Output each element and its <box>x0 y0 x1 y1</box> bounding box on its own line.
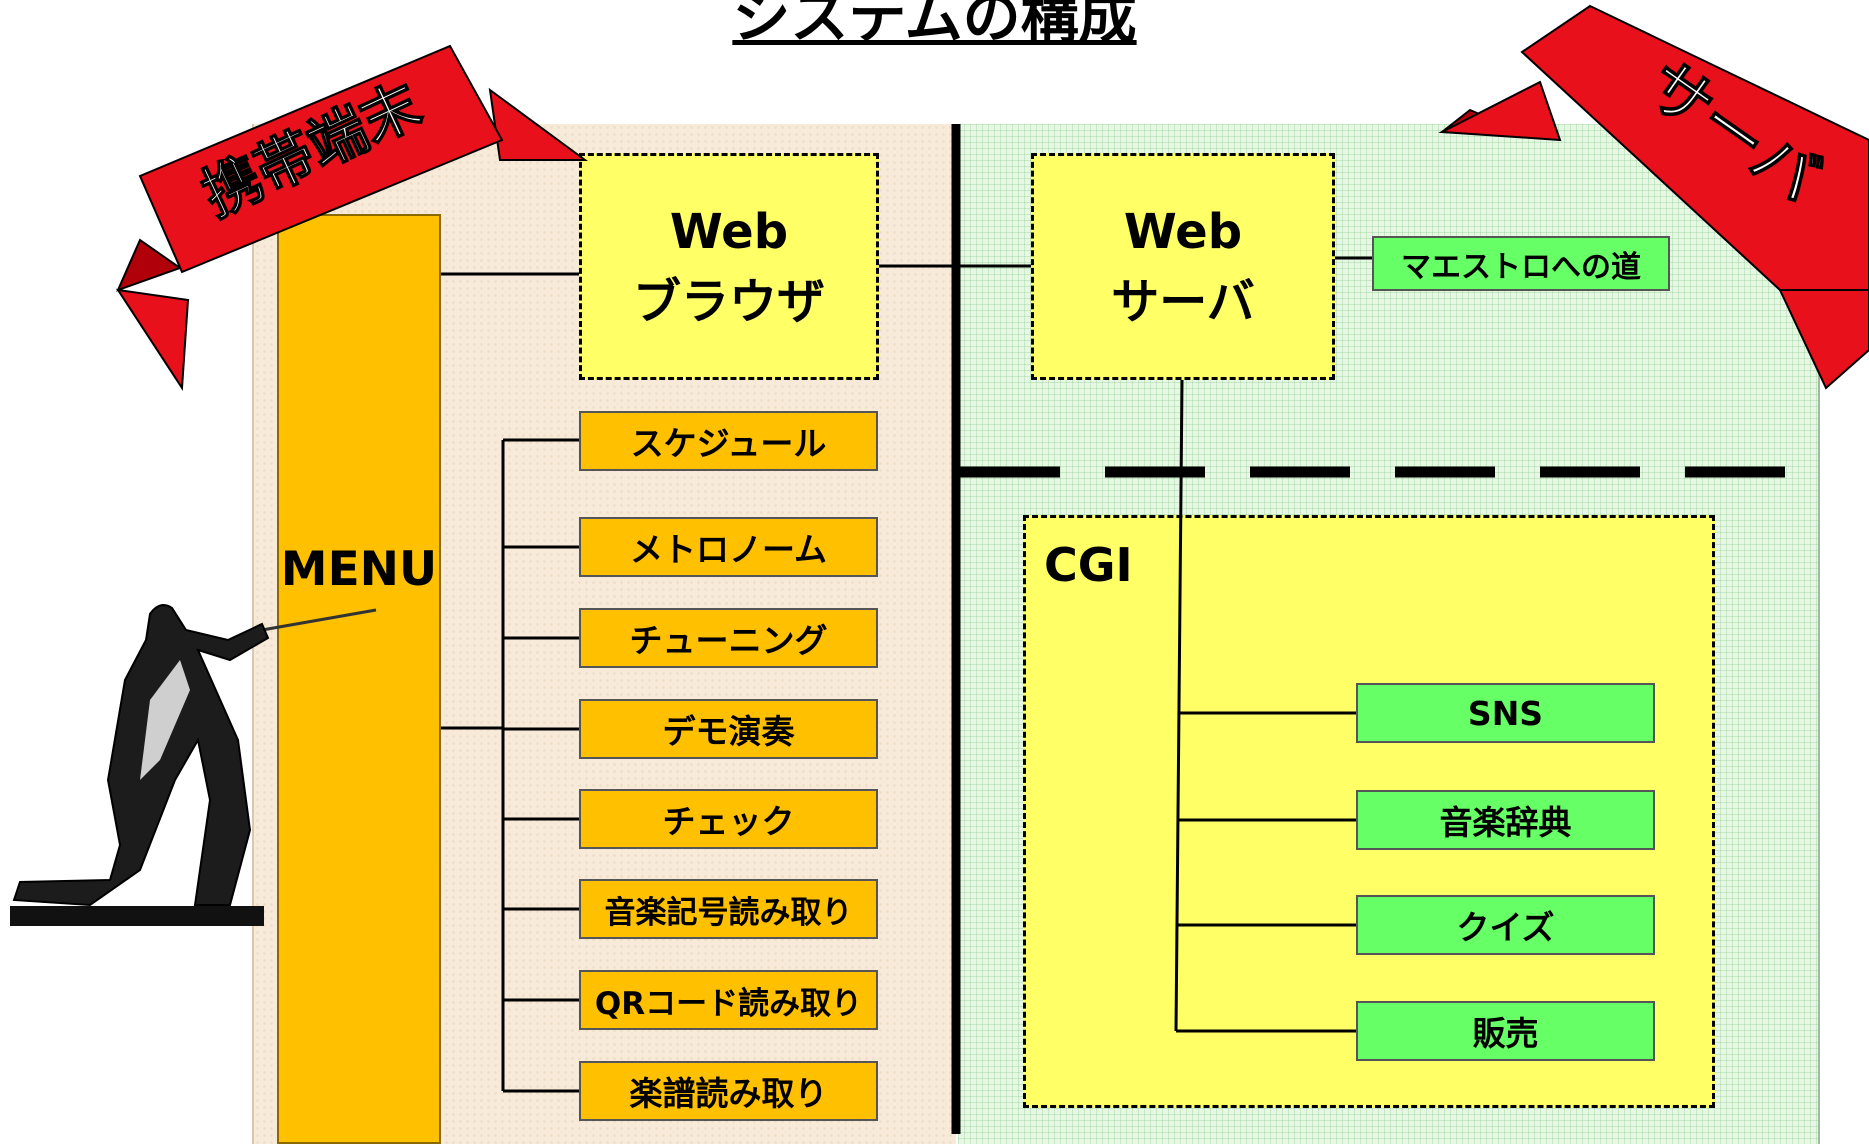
web-server-line2: サーバ <box>1111 273 1255 330</box>
cgi-item-music-dictionary: 音楽辞典 <box>1356 790 1655 850</box>
ribbon-band <box>138 44 504 274</box>
menu-label: MENU <box>280 542 438 597</box>
menu-item-check: チェック <box>579 789 878 849</box>
ribbon-tail-right <box>488 87 589 161</box>
server-tree-trunk <box>1174 379 1184 1032</box>
menu-item-tuning: チューニング <box>579 608 878 668</box>
menu-item-schedule: スケジュール <box>579 411 878 471</box>
right-ribbon <box>1438 4 1869 390</box>
web-server-line1: Web <box>1123 203 1243 260</box>
cgi-item-sales: 販売 <box>1356 1001 1655 1061</box>
ribbon-tail-left <box>1438 80 1562 142</box>
fencer-silhouette <box>12 604 270 907</box>
left-ribbon <box>115 44 589 392</box>
web-server-box: Web サーバ <box>1031 153 1335 380</box>
menu-bar <box>277 214 441 1144</box>
fencer-foil <box>261 608 377 632</box>
cgi-item-sns: SNS <box>1356 683 1655 743</box>
menu-item-qr-reading: QRコード読み取り <box>579 970 878 1030</box>
web-browser-line1: Web <box>669 203 789 260</box>
fencer-highlight <box>140 660 190 780</box>
menu-item-demo: デモ演奏 <box>579 699 878 759</box>
cgi-label: CGI <box>1044 538 1133 592</box>
web-browser-box: Web ブラウザ <box>579 153 879 380</box>
web-browser-line2: ブラウザ <box>632 273 825 330</box>
ribbon-fold <box>116 238 183 292</box>
ribbon-band <box>1520 4 1869 291</box>
fencer-figure <box>10 604 377 926</box>
menu-item-metronome: メトロノーム <box>579 517 878 577</box>
maestro-road-box: マエストロへの道 <box>1372 236 1670 291</box>
ribbon-tail-left <box>115 288 190 392</box>
page-title: システムの構成 <box>732 0 1137 51</box>
menu-item-score-reading: 楽譜読み取り <box>579 1061 878 1121</box>
menu-item-symbol-reading: 音楽記号読み取り <box>579 879 878 939</box>
cgi-item-quiz: クイズ <box>1356 895 1655 955</box>
fencer-pedestal <box>10 906 264 926</box>
